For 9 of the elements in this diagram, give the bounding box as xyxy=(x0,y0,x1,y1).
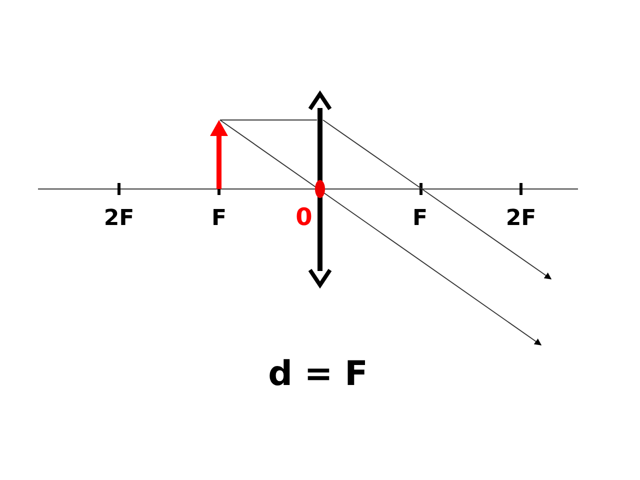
point-label: 2F xyxy=(506,208,536,230)
condition-label: d = F xyxy=(268,357,368,391)
point-label: F xyxy=(412,208,428,230)
point-label: 2F xyxy=(104,208,134,230)
light-ray-arrow xyxy=(322,120,552,280)
object-arrow xyxy=(210,120,228,189)
light-ray-arrow xyxy=(220,120,542,346)
point-label: 0 xyxy=(296,205,312,229)
point-label: F xyxy=(211,208,227,230)
